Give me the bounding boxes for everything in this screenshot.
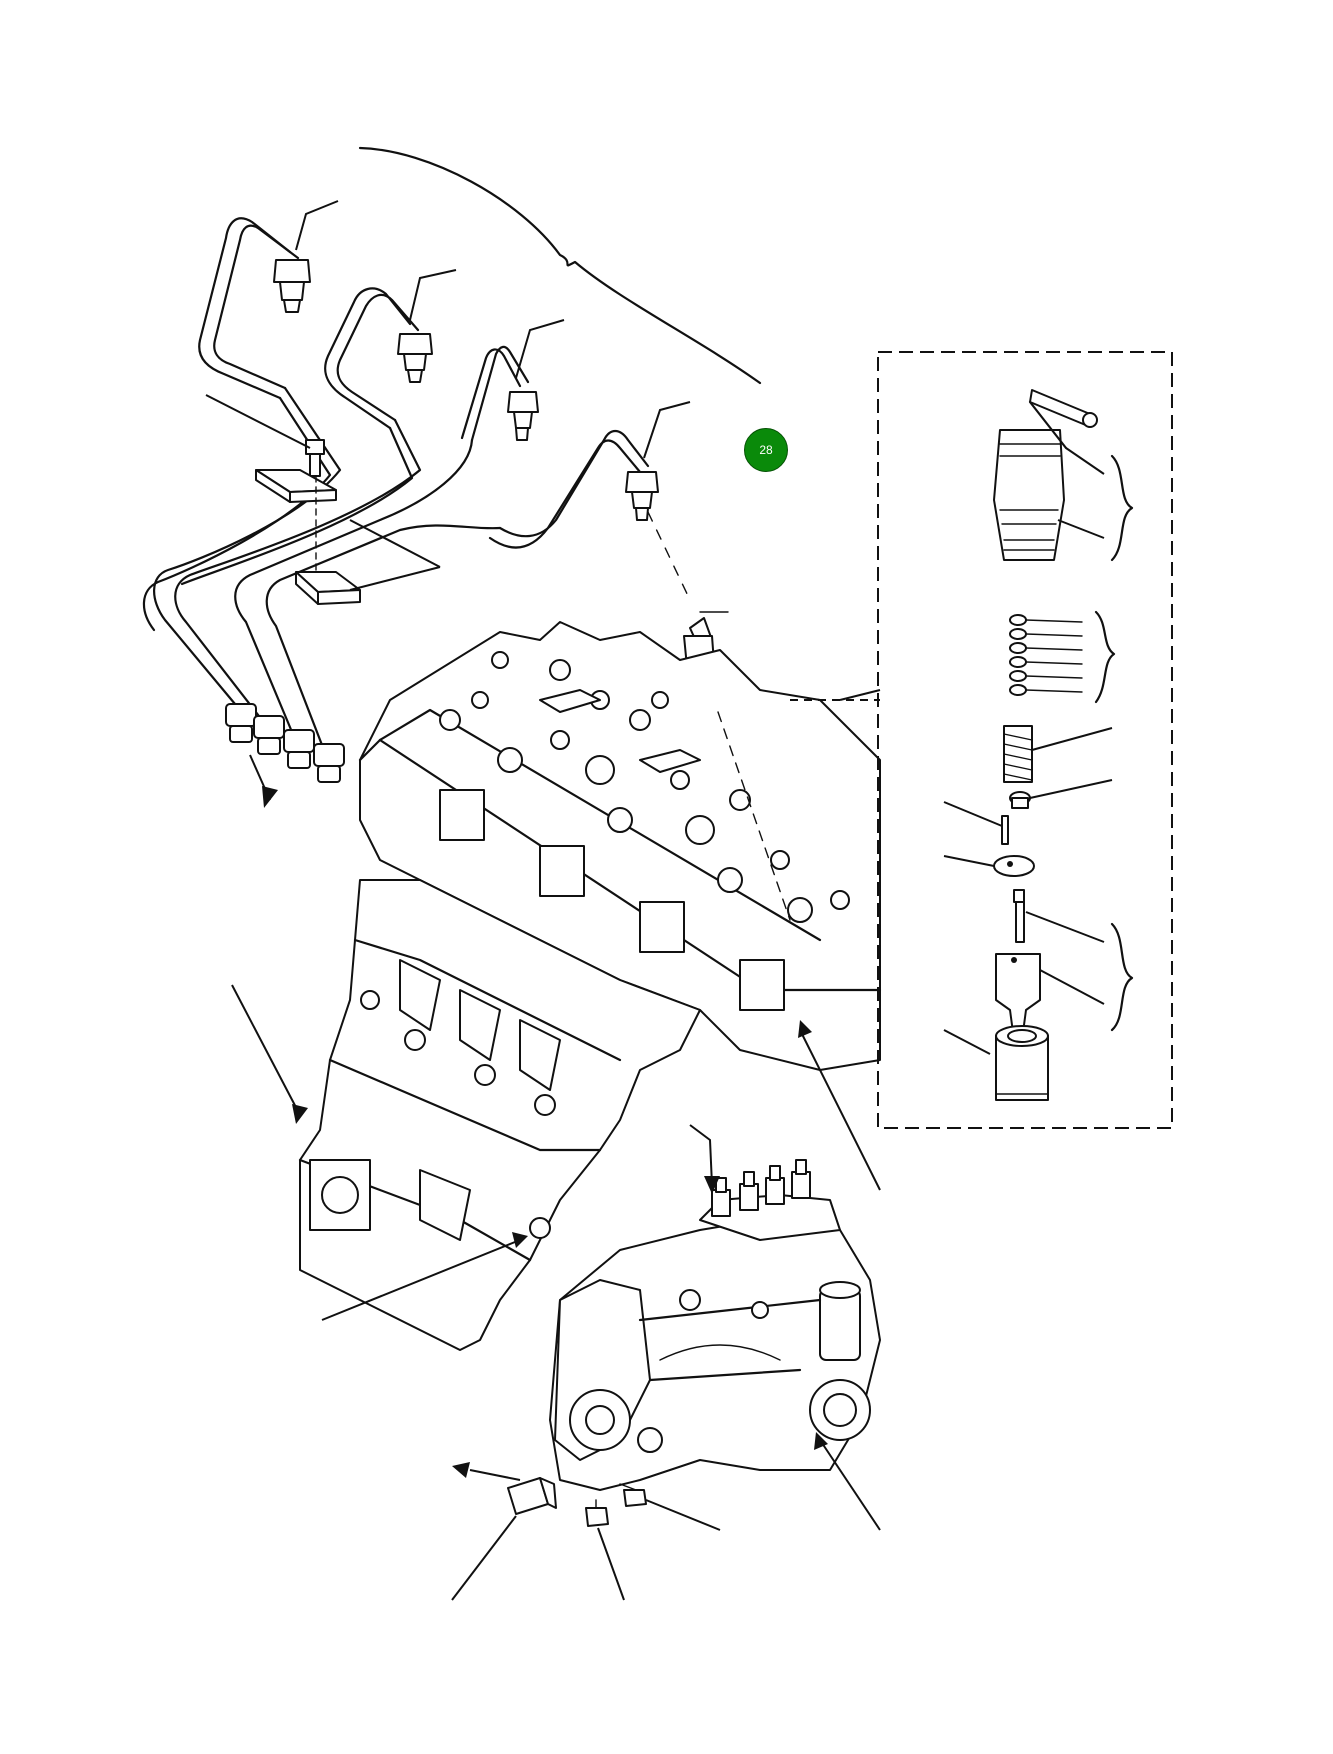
fuel-injection-pipe-2[interactable] [324, 287, 433, 430]
dowel-pin[interactable] [1001, 815, 1009, 845]
pipe-clamp-upper[interactable] [255, 469, 337, 503]
callout-label: 28 [759, 443, 773, 457]
cylinder-head[interactable] [358, 621, 882, 1071]
shims[interactable] [1009, 614, 1083, 696]
brace-holder [1110, 454, 1134, 562]
nozzle-needle[interactable] [1013, 889, 1025, 943]
spring-seat[interactable] [1009, 791, 1031, 809]
pressure-spring[interactable] [1003, 725, 1033, 783]
intermediate-plate[interactable] [993, 855, 1035, 877]
brace-nozzle [1110, 922, 1134, 1032]
brace-shims [1094, 610, 1116, 704]
injector-detail-box [877, 351, 1173, 1129]
pump-bracket[interactable] [507, 1477, 557, 1515]
mounting-nut[interactable] [619, 1483, 647, 1507]
mounting-bolt[interactable] [585, 1499, 609, 1527]
fuel-injection-pipe-3[interactable] [460, 345, 539, 442]
pipe-group-brace [358, 146, 762, 385]
callout-badge[interactable]: 28 [744, 428, 788, 472]
pipe-clamp-lower[interactable] [295, 571, 361, 605]
nozzle-retaining-nut[interactable] [995, 1025, 1049, 1101]
fuel-injection-pipe-1[interactable] [198, 217, 311, 400]
cylinder-block[interactable] [298, 879, 701, 1351]
pipe-clamp-bolt[interactable] [305, 439, 325, 477]
pipe-end-fittings [225, 703, 345, 783]
injector-holder-body[interactable] [993, 389, 1098, 561]
fuel-injection-pipe-4[interactable] [488, 429, 659, 549]
fuel-injection-pump[interactable] [549, 1159, 881, 1491]
